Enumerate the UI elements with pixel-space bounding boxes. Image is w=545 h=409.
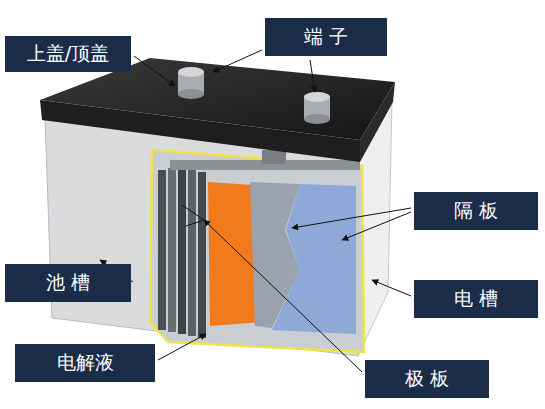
label-box: 电 槽 bbox=[414, 280, 538, 318]
label-box: 电解液 bbox=[15, 344, 155, 382]
part-name: 池 槽 bbox=[46, 270, 90, 296]
label-box: 隔 板 bbox=[414, 192, 538, 230]
part-name: 隔 板 bbox=[454, 198, 498, 224]
part-name: 上盖/顶盖 bbox=[27, 41, 109, 67]
part-name: 端 子 bbox=[304, 24, 348, 50]
plate-lines bbox=[182, 205, 204, 226]
part-name: 电解液 bbox=[57, 350, 114, 376]
label-box: 极 板 bbox=[365, 360, 489, 398]
part-name: 电 槽 bbox=[454, 286, 498, 312]
label-box: 池 槽 bbox=[5, 264, 131, 302]
plates bbox=[158, 160, 360, 338]
label-box: 端 子 bbox=[265, 18, 387, 56]
terminal bbox=[178, 67, 330, 124]
leader-lines bbox=[100, 50, 411, 372]
cutaway bbox=[150, 150, 364, 352]
post-inner bbox=[262, 150, 286, 164]
part-name: 极 板 bbox=[405, 366, 449, 392]
separator-blue bbox=[272, 184, 356, 334]
label-box: 上盖/顶盖 bbox=[5, 36, 131, 72]
